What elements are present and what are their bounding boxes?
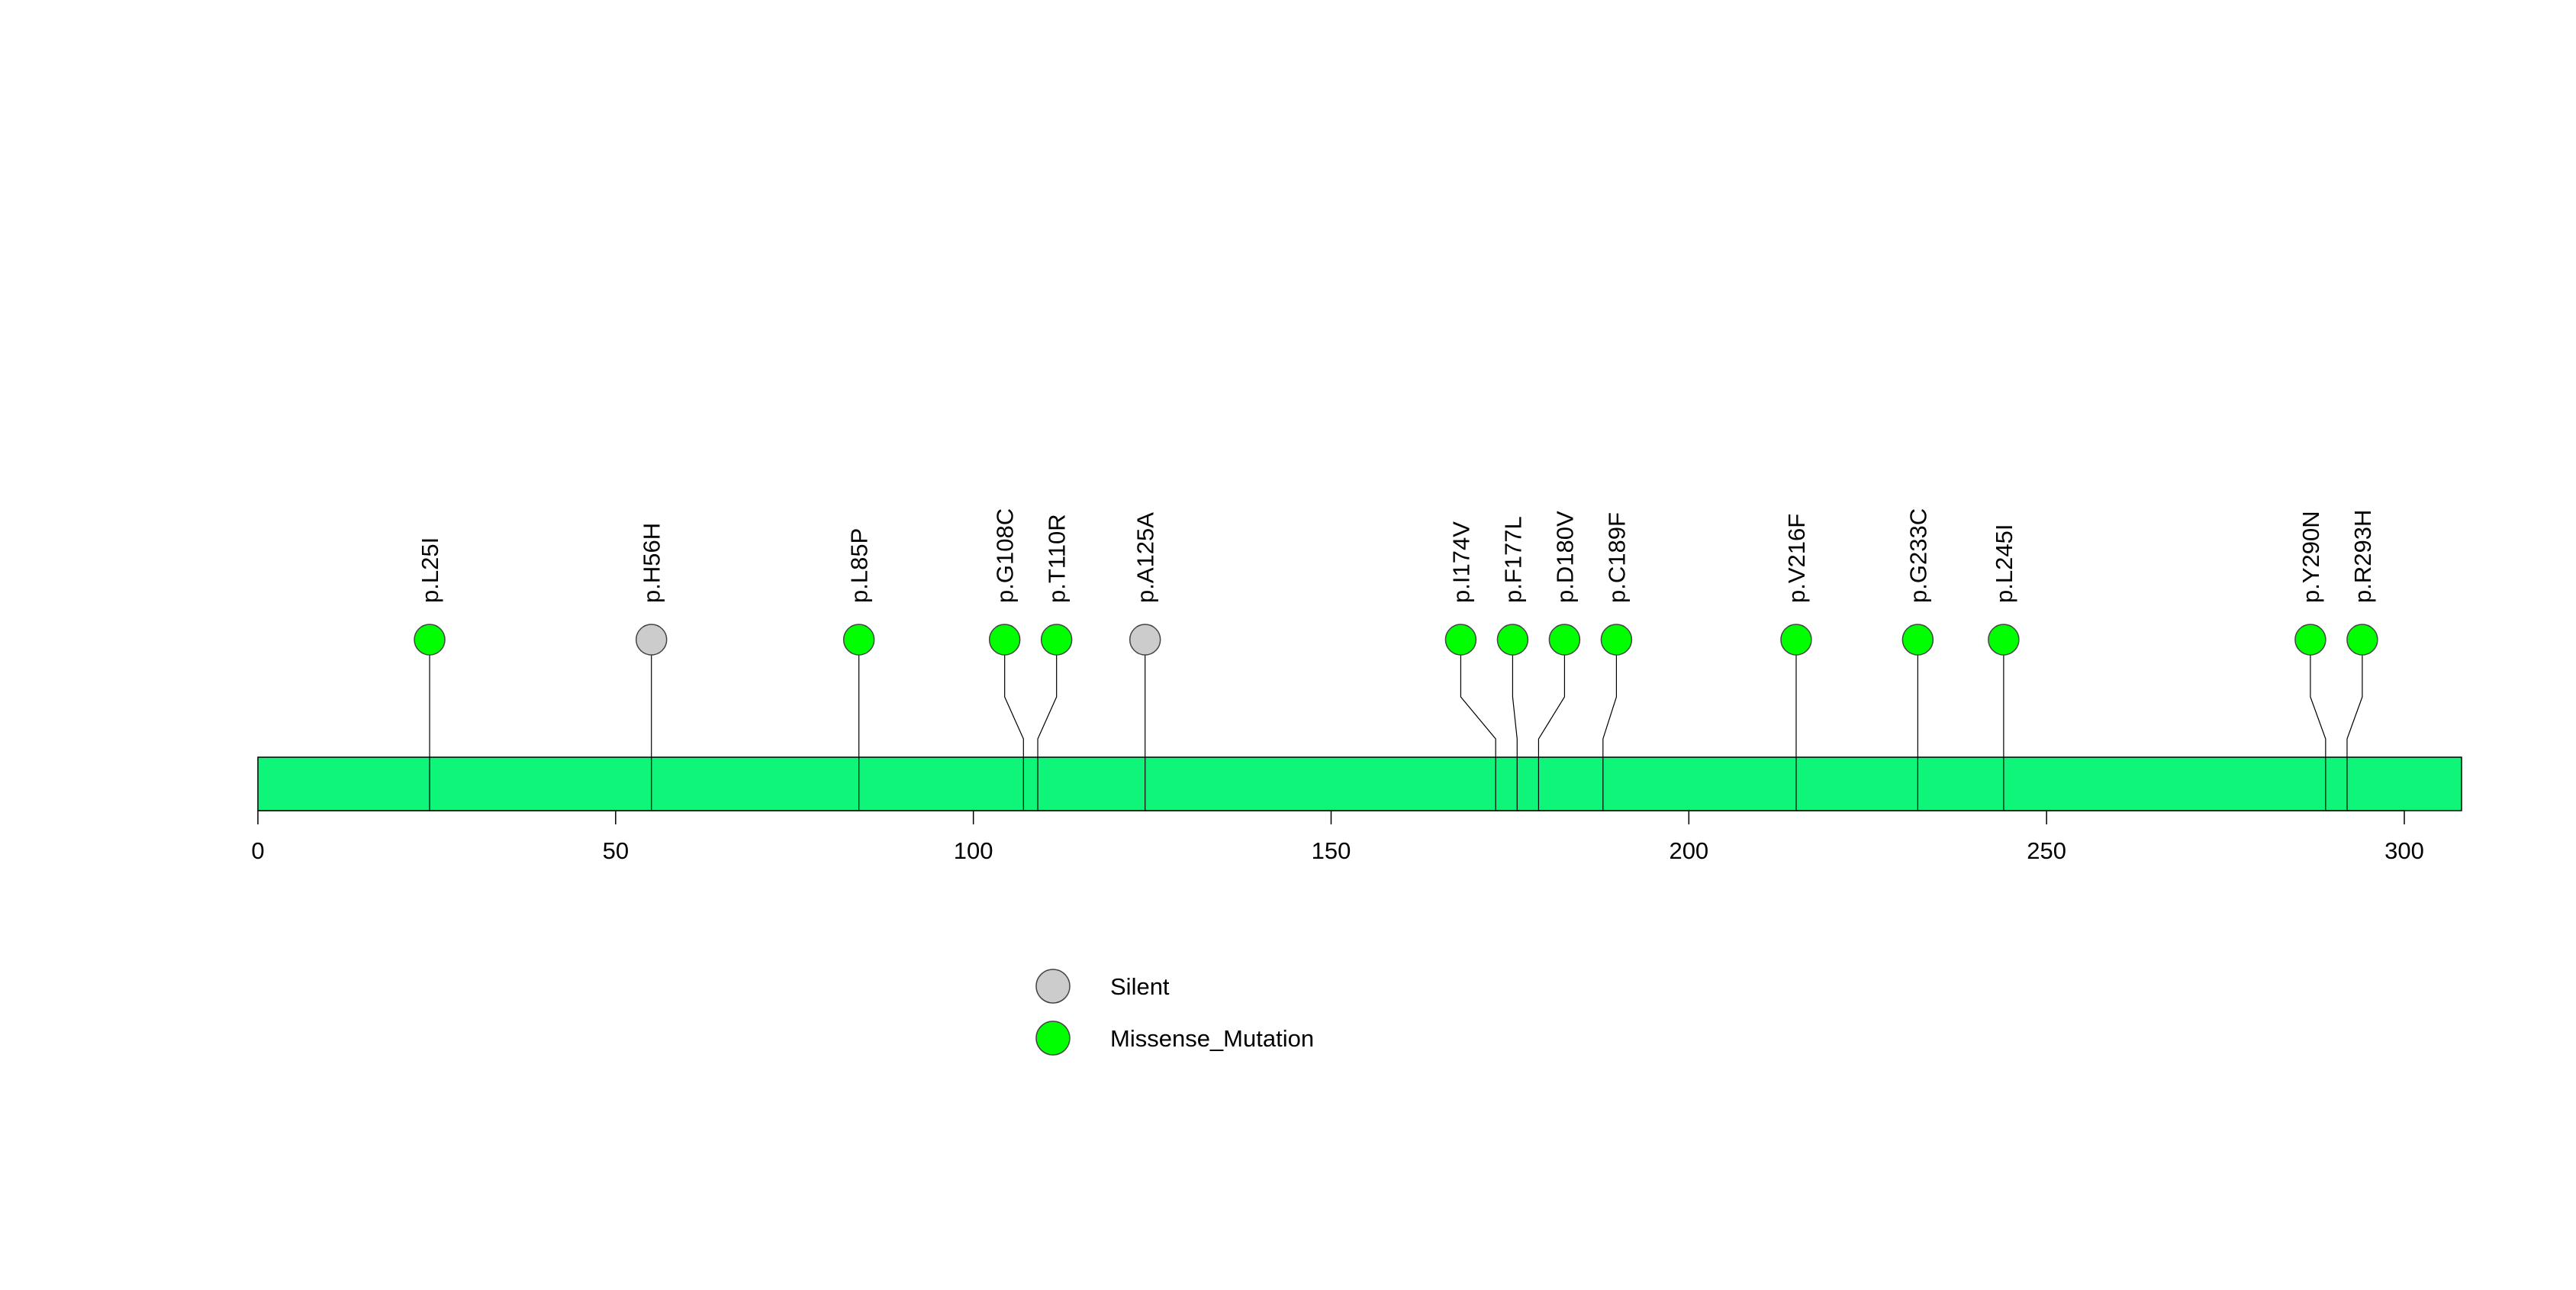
mutation-head [2346, 624, 2378, 656]
mutation-label: p.L245I [1991, 524, 2017, 603]
x-tick-label: 300 [2384, 837, 2424, 864]
mutation-stem [1538, 640, 1566, 811]
mutation-stem [1512, 640, 1518, 811]
domain-bar [257, 756, 2462, 811]
mutation-head [1600, 624, 1633, 656]
x-axis: 0 50 100 150 200 250 300 [251, 810, 2424, 864]
mutation-head [842, 624, 875, 656]
x-tick-label: 250 [2027, 837, 2066, 864]
x-tick-label: 50 [603, 837, 629, 864]
x-tick-label: 150 [1312, 837, 1351, 864]
mutation-label: p.G108C [992, 508, 1019, 603]
mutation-head [1780, 624, 1812, 656]
mutation-label: p.I174V [1447, 521, 1474, 603]
x-tick-label: 200 [1669, 837, 1708, 864]
mutation-head [1444, 624, 1477, 656]
mutation-label: p.L25I [417, 537, 443, 603]
mutation-label: p.Y290N [2297, 511, 2324, 603]
legend-label: Silent [1110, 973, 1170, 1000]
mutation-head [414, 624, 446, 656]
mutation-head [1988, 624, 2020, 656]
mutation-label: p.F177L [1499, 516, 1526, 603]
x-tick-label: 0 [251, 837, 264, 864]
mutation-head [1040, 624, 1073, 656]
mutation-head [635, 624, 668, 656]
mutation-stem [1602, 640, 1618, 811]
mutation-head [1901, 624, 1934, 656]
legend-marker [1035, 969, 1071, 1004]
mutation-label: p.H56H [639, 523, 665, 603]
mutation-label: p.T110R [1044, 514, 1071, 603]
mutation-stem [1037, 640, 1058, 811]
mutation-head [1548, 624, 1581, 656]
mutation-label: p.A125A [1132, 512, 1159, 603]
legend-marker [1035, 1021, 1071, 1056]
x-tick-label: 100 [954, 837, 993, 864]
mutation-label: p.G233C [1905, 508, 1931, 603]
legend-label: Missense_Mutation [1110, 1025, 1314, 1052]
mutation-label: p.R293H [2349, 510, 2376, 603]
mutation-head [1129, 624, 1161, 656]
mutation-label: p.D180V [1551, 511, 1578, 603]
mutation-stem [2310, 640, 2326, 811]
mutation-head [988, 624, 1021, 656]
mutation-label: p.C189F [1603, 512, 1630, 603]
mutation-heads [414, 624, 2378, 656]
mutation-stem [1004, 640, 1024, 811]
mutation-head [1496, 624, 1529, 656]
mutation-label: p.V216F [1783, 514, 1810, 603]
mutation-labels: p.L25I p.H56H p.L85P p.G108C p.T110R p.A125A p… [417, 508, 2376, 603]
mutation-stems [429, 640, 2363, 811]
mutation-label: p.L85P [846, 528, 873, 603]
mutation-stem [2346, 640, 2363, 811]
mutation-head [2294, 624, 2326, 656]
mutation-stem [1460, 640, 1496, 811]
